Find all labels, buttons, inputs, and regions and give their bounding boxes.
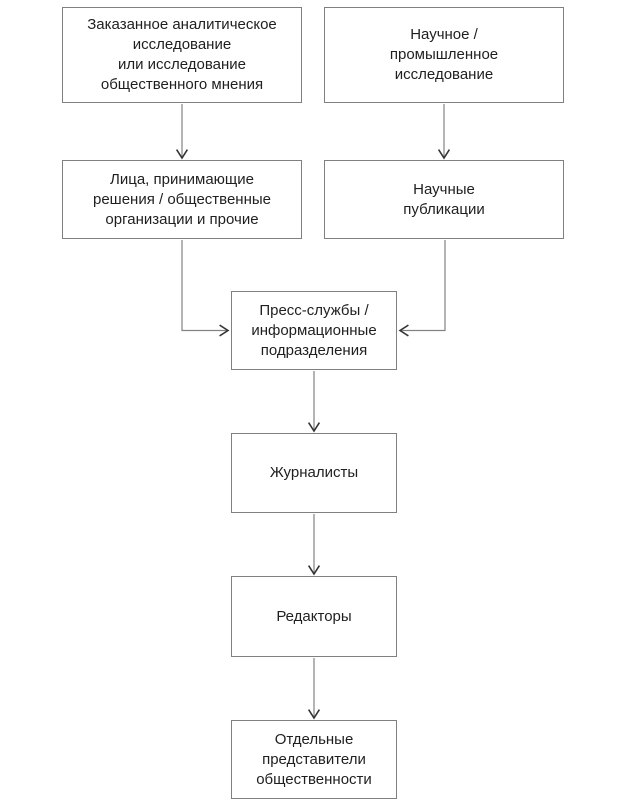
node-commissioned-research-label: Заказанное аналитическое исследование ил… bbox=[87, 16, 277, 93]
node-public-representatives: Отдельные представители общественности bbox=[231, 720, 397, 799]
node-editors-label: Редакторы bbox=[276, 607, 352, 625]
arrow-publications-to-press-services bbox=[400, 240, 446, 331]
arrow-decision-makers-to-press-services bbox=[181, 240, 228, 331]
node-scientific-publications-label: Научные публикации bbox=[403, 180, 485, 218]
node-journalists-label: Журналисты bbox=[269, 464, 359, 481]
node-decision-makers: Лица, принимающие решения / общественные… bbox=[62, 160, 302, 239]
node-decision-makers-label: Лица, принимающие решения / общественные… bbox=[92, 170, 271, 228]
node-public-representatives-label: Отдельные представители общественности bbox=[256, 730, 372, 788]
node-scientific-industrial-research: Научное / промышленное исследование bbox=[324, 7, 564, 103]
node-scientific-publications: Научные публикации bbox=[324, 160, 564, 239]
node-commissioned-research: Заказанное аналитическое исследование ил… bbox=[62, 7, 302, 103]
node-press-services-label: Пресс-службы / информационные подразделе… bbox=[251, 301, 377, 359]
node-editors: Редакторы bbox=[231, 576, 397, 657]
node-press-services: Пресс-службы / информационные подразделе… bbox=[231, 291, 397, 370]
node-journalists: Журналисты bbox=[231, 433, 397, 513]
node-scientific-industrial-research-label: Научное / промышленное исследование bbox=[389, 26, 499, 83]
